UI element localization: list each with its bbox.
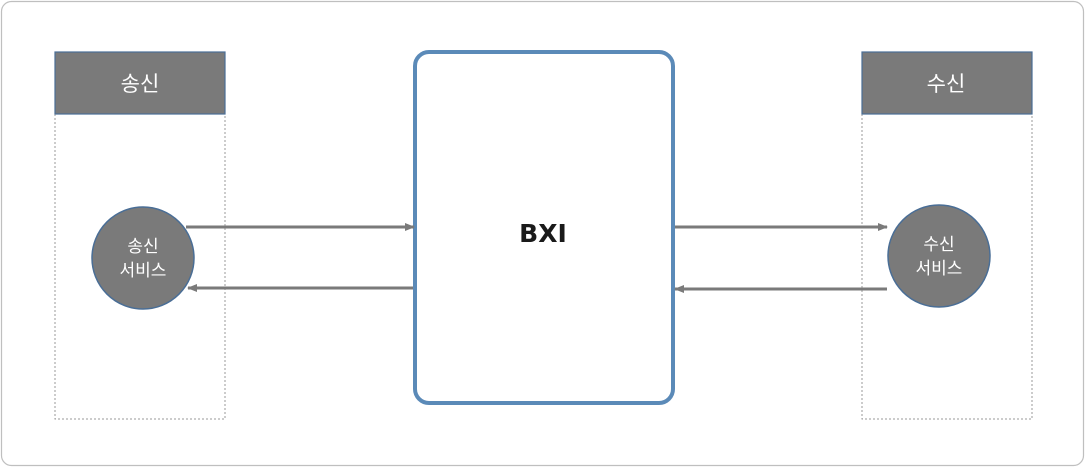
- receiver-service-node: [887, 204, 991, 308]
- receiver-service-label-line1: 수신: [923, 235, 954, 255]
- sender-service-label-line1: 송신: [127, 237, 158, 257]
- hub-label: BXI: [519, 219, 567, 248]
- sender-service-label-line2: 서비스: [120, 261, 167, 281]
- sender-header-label: 송신: [121, 72, 160, 96]
- hub-box: [413, 50, 675, 405]
- receiver-header-label: 수신: [927, 72, 966, 96]
- receiver-header: [861, 51, 1033, 115]
- sender-service-node: [91, 206, 195, 310]
- sender-header: [54, 51, 226, 115]
- receiver-service-label-line2: 서비스: [916, 259, 963, 279]
